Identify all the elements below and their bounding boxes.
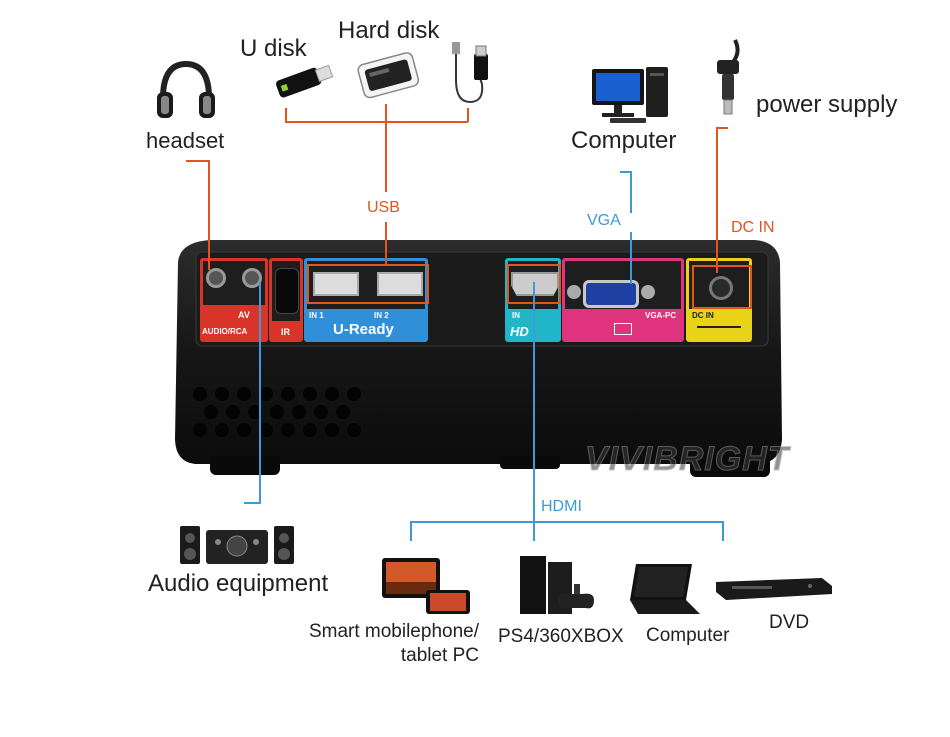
usb-bracket-mid [385,104,387,122]
panel-label-vga-pc: VGA-PC [645,311,677,320]
panel-label-av: AV [238,310,250,320]
power-supply-label: power supply [756,91,898,118]
vga-line-upper [630,171,632,213]
headset-icon [157,60,215,118]
laptop-icon [630,564,700,614]
dc-highlight-box [692,265,752,309]
dc-jack[interactable] [709,276,733,300]
panel-label-in2: IN 2 [374,311,389,320]
vga-connection-label: VGA [587,212,621,229]
u-disk-label: U disk [240,35,307,62]
panel-label-u-ready: U-Ready [333,321,394,338]
vga-line-lower [630,232,632,284]
hdmi-bracket-top [410,521,724,523]
usb-bracket-right [467,108,469,122]
power-plug-icon [717,39,740,115]
u-disk-icon [276,64,334,98]
vga-screw-left [567,285,581,299]
vga-port[interactable] [583,280,639,308]
usb-highlight-box [307,264,429,304]
mobile-label-line1: Smart mobilephone/ [308,621,479,642]
headset-line-h [186,160,210,162]
hard-disk-icon [357,52,420,99]
computer-top-label: Computer [571,127,677,154]
monitor-symbol-icon [614,323,632,335]
vga-line-h [620,171,632,173]
hdmi-bracket-left [410,521,412,541]
watermark: VIVIBRIGHT [585,440,790,479]
computer-bottom-label: Computer [646,625,730,646]
usb-cable-icon [452,42,488,104]
panel-label-audio-rca: AUDIO/RCA [202,327,248,336]
dc-polarity-icon [697,326,741,328]
panel-label-in1: IN 1 [309,311,324,320]
headset-line-v [208,160,210,270]
panel-label-ir: IR [281,327,290,337]
hdmi-bracket-right [722,521,724,541]
panel-label-hdmi-in: IN [512,311,520,320]
dvd-player-icon [716,578,832,600]
vga-screw-right [641,285,655,299]
usb-port-1[interactable] [313,272,359,296]
usb-line-lower [385,222,387,266]
ir-sensor [275,268,299,314]
mobile-label-line2: tablet PC [400,645,479,666]
console-icon [520,556,594,614]
headset-label: headset [146,128,225,153]
mobile-tablet-label: Smart mobilephone/ tablet PC [293,620,479,668]
av-jack[interactable] [242,268,262,288]
panel-label-dc-in: DC IN [692,311,714,320]
hard-disk-label: Hard disk [338,17,440,44]
usb-bracket-top [285,121,468,123]
headphone-jack[interactable] [206,268,226,288]
dvd-label: DVD [769,612,810,633]
dc-line-v [716,127,718,273]
panel-label-hd-logo: HD [510,324,529,339]
computer-desktop-icon [592,67,668,123]
audio-equipment-icon [180,526,294,564]
console-label: PS4/360XBOX [498,626,624,647]
audio-equipment-label: Audio equipment [148,570,329,597]
hdmi-port[interactable] [511,272,559,296]
av-line-h [244,502,261,504]
tablet-phone-icon [382,558,470,614]
usb-bracket-left [285,108,287,122]
usb-connection-label: USB [367,199,400,216]
usb-port-2[interactable] [377,272,423,296]
hdmi-bracket-mid [533,521,535,541]
hdmi-line-v [533,282,535,522]
hdmi-connection-label: HDMI [541,498,582,515]
dc-line-h [716,127,728,129]
av-line-v [259,282,261,504]
usb-line-upper [385,122,387,192]
dc-in-connection-label: DC IN [731,219,775,236]
